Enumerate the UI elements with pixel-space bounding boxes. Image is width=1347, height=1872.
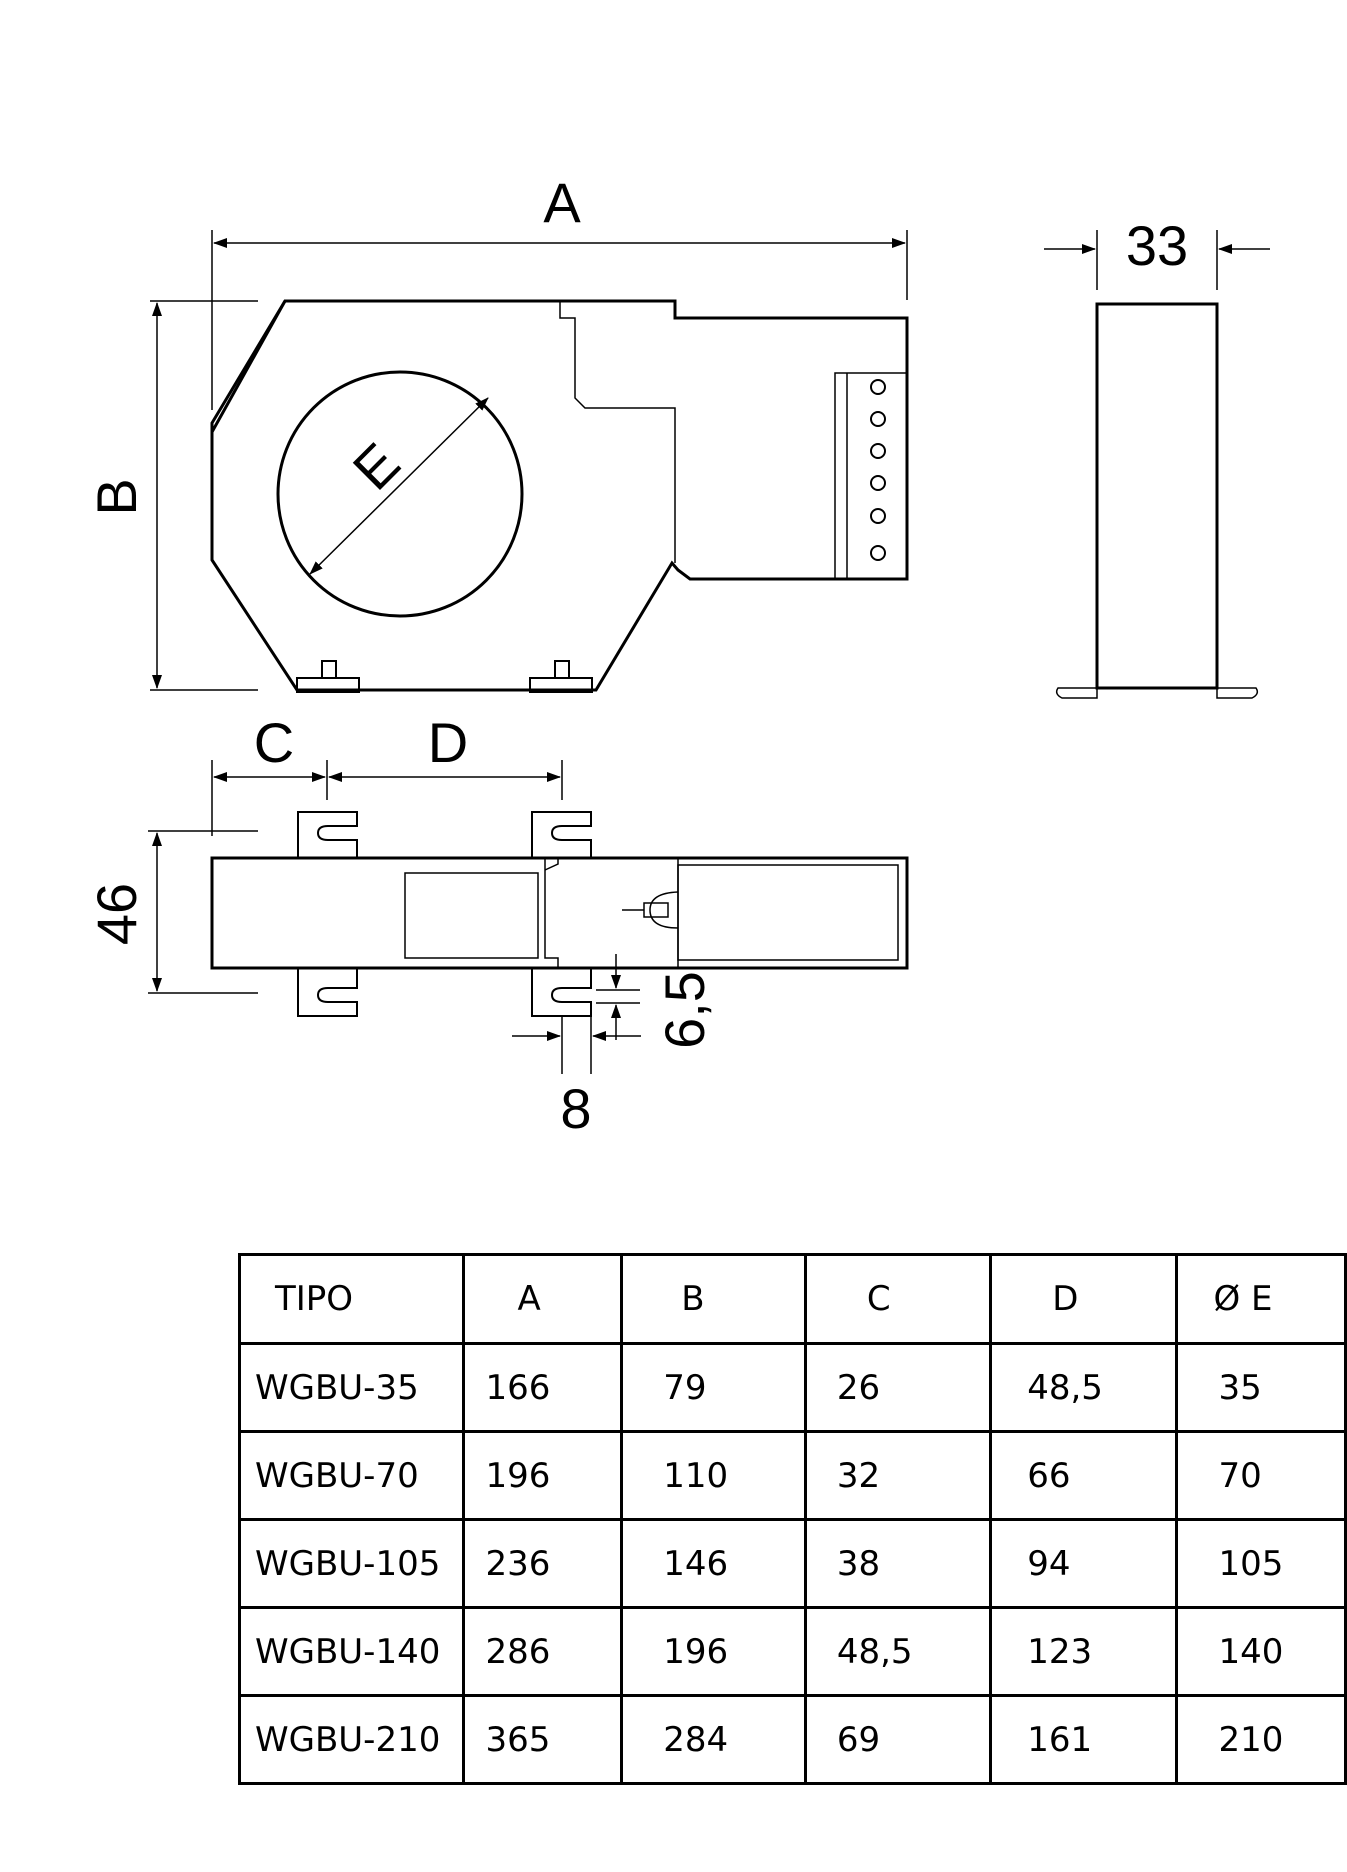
header-tipo: TIPO	[237, 1253, 466, 1345]
top-view-clamps	[297, 811, 592, 1017]
table-header-row: TIPO A B C D Ø E	[237, 1253, 1347, 1345]
label-d: D	[428, 711, 468, 774]
side-view	[1055, 302, 1259, 699]
table-row: WGBU-210 365 284 69 161 210	[237, 1694, 1347, 1785]
header-e: Ø E	[1175, 1253, 1347, 1345]
dimension-e	[309, 397, 489, 575]
table-row: WGBU-140 286 196 48,5 123 140	[237, 1606, 1347, 1697]
cell-d: 161	[989, 1694, 1179, 1785]
label-height: 46	[85, 883, 148, 945]
cell-tipo: WGBU-140	[237, 1606, 466, 1697]
cell-c: 48,5	[803, 1606, 993, 1697]
table-row: WGBU-70 196 110 32 66 70	[237, 1430, 1347, 1521]
cell-tipo: WGBU-210	[237, 1694, 466, 1785]
dimension-slot-width	[512, 1016, 641, 1074]
cell-c: 32	[803, 1430, 993, 1521]
cell-a: 166	[462, 1342, 624, 1433]
cell-b: 79	[620, 1342, 807, 1433]
label-c: C	[254, 711, 294, 774]
cell-a: 196	[462, 1430, 624, 1521]
front-view	[210, 299, 909, 693]
cell-e: 70	[1175, 1430, 1347, 1521]
cell-b: 110	[620, 1430, 807, 1521]
cell-e: 210	[1175, 1694, 1347, 1785]
cell-b: 196	[620, 1606, 807, 1697]
cell-b: 284	[620, 1694, 807, 1785]
dimension-a	[211, 230, 908, 410]
label-a: A	[543, 171, 581, 234]
mounting-feet	[296, 660, 593, 693]
cell-a: 365	[462, 1694, 624, 1785]
primary-opening	[276, 370, 524, 618]
cell-e: 140	[1175, 1606, 1347, 1697]
cell-e: 35	[1175, 1342, 1347, 1433]
label-b: B	[85, 478, 148, 515]
table-row: WGBU-105 236 146 38 94 105	[237, 1518, 1347, 1609]
cell-c: 69	[803, 1694, 993, 1785]
technical-drawing: A B E 33	[85, 171, 1270, 1140]
cell-c: 26	[803, 1342, 993, 1433]
dimension-c-d	[211, 760, 563, 836]
cell-tipo: WGBU-35	[237, 1342, 466, 1433]
cell-d: 48,5	[989, 1342, 1179, 1433]
header-b: B	[620, 1253, 807, 1345]
cell-d: 66	[989, 1430, 1179, 1521]
inner-step	[559, 301, 676, 563]
top-view	[210, 856, 909, 970]
header-c: C	[803, 1253, 993, 1345]
cell-a: 236	[462, 1518, 624, 1609]
table-row: WGBU-35 166 79 26 48,5 35	[237, 1342, 1347, 1433]
header-a: A	[462, 1253, 624, 1345]
terminal-screws	[870, 379, 886, 561]
dimension-depth	[1044, 230, 1270, 290]
cell-e: 105	[1175, 1518, 1347, 1609]
cell-a: 286	[462, 1606, 624, 1697]
dimension-height	[148, 830, 258, 994]
dimension-b	[150, 300, 258, 691]
cell-c: 38	[803, 1518, 993, 1609]
label-slot-offset: 6,5	[653, 971, 716, 1049]
cell-d: 94	[989, 1518, 1179, 1609]
dimension-slot-offset	[596, 954, 640, 1040]
cell-d: 123	[989, 1606, 1179, 1697]
label-depth: 33	[1126, 214, 1188, 277]
housing-outline	[210, 299, 909, 692]
dimensions-table: TIPO A B C D Ø E WGBU-35 166 79 26 48,5 …	[237, 1253, 1347, 1785]
cell-tipo: WGBU-105	[237, 1518, 466, 1609]
label-slot-width: 8	[560, 1077, 591, 1140]
cell-tipo: WGBU-70	[237, 1430, 466, 1521]
header-d: D	[989, 1253, 1179, 1345]
label-e: E	[341, 431, 412, 502]
terminal-strip	[834, 372, 908, 580]
cell-b: 146	[620, 1518, 807, 1609]
